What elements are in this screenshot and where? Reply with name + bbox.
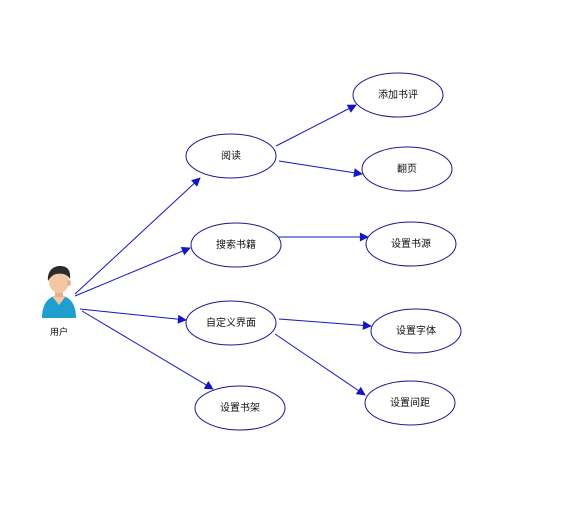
actor-user[interactable]: 用户 — [42, 266, 76, 338]
usecase-custom-ui[interactable]: 自定义界面 — [185, 300, 277, 346]
usecase-read[interactable]: 阅读 — [185, 133, 277, 179]
usecase-set-shelf[interactable]: 设置书架 — [194, 385, 286, 431]
edge-user-custom-ui — [79, 308, 187, 324]
nodes: 阅读 添加书评 翻页 搜索书籍 设置书源 自定义界面 设置字体 设置间距 — [185, 72, 462, 431]
usecase-search-books-label: 搜索书籍 — [216, 238, 256, 251]
usecase-turn-page-label: 翻页 — [397, 163, 417, 175]
usecase-set-font[interactable]: 设置字体 — [370, 308, 462, 354]
edges — [74, 104, 372, 396]
edge-user-set-shelf — [81, 310, 214, 390]
edge-user-read — [74, 177, 201, 295]
usecase-set-spacing-label: 设置间距 — [390, 396, 430, 409]
edge-custom-font — [278, 318, 372, 330]
edge-read-add-review — [275, 104, 357, 147]
usecase-set-font-label: 设置字体 — [396, 324, 436, 337]
usecase-turn-page[interactable]: 翻页 — [361, 146, 453, 192]
actor-label: 用户 — [50, 326, 68, 338]
usecase-search-books[interactable]: 搜索书籍 — [190, 222, 282, 268]
usecase-set-spacing[interactable]: 设置间距 — [364, 380, 456, 426]
usecase-custom-ui-label: 自定义界面 — [206, 316, 256, 329]
edge-user-search-books — [74, 246, 191, 297]
usecase-set-source-label: 设置书源 — [391, 237, 431, 250]
usecase-read-label: 阅读 — [221, 149, 241, 162]
usecase-set-shelf-label: 设置书架 — [220, 402, 260, 414]
usecase-add-review[interactable]: 添加书评 — [352, 72, 444, 118]
usecase-set-source[interactable]: 设置书源 — [365, 221, 457, 267]
edge-read-turn-page — [278, 160, 363, 178]
edge-custom-spacing — [274, 333, 366, 396]
user-person-icon — [42, 266, 76, 318]
usecase-add-review-label: 添加书评 — [378, 88, 418, 101]
